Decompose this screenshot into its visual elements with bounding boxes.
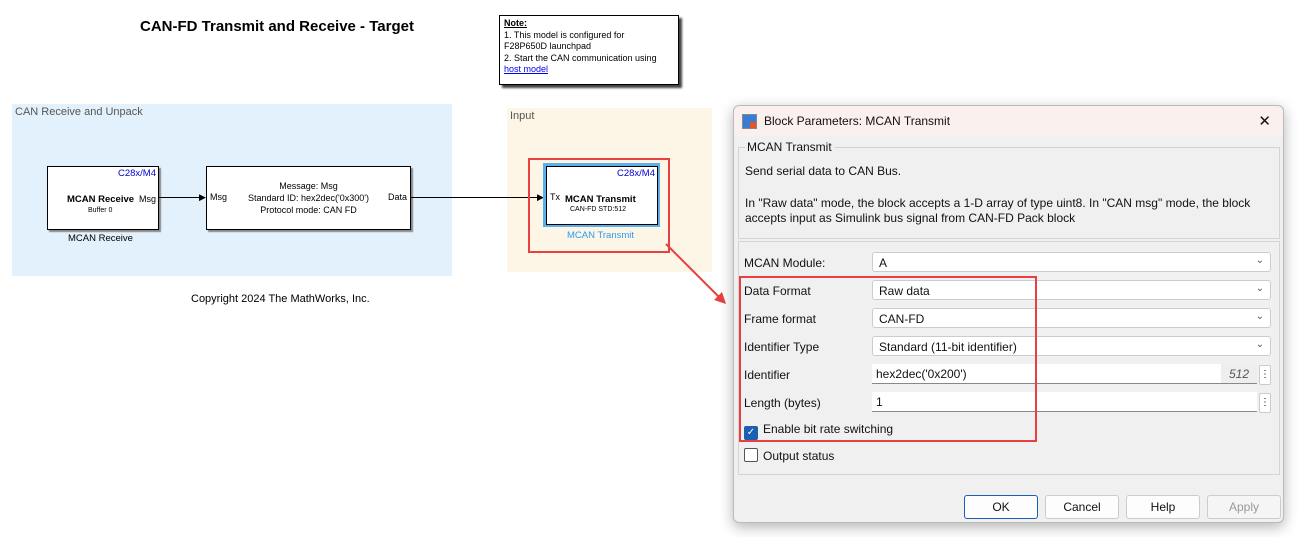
field-label: Data Format [744,284,811,298]
evaluated-value: 512 [1220,364,1257,383]
mcan-receive-block[interactable]: C28x/M4 MCAN Receive Msg Buffer 0 [47,166,159,230]
close-icon[interactable]: ✕ [1258,113,1271,130]
field-label: Length (bytes) [744,396,821,410]
output-status-checkbox[interactable]: Output status [744,448,834,463]
area-label: CAN Receive and Unpack [15,106,143,118]
block-parameters-dialog: Block Parameters: MCAN Transmit ✕ MCAN T… [733,105,1284,523]
mcan-module-select[interactable]: A⌄ [872,252,1271,272]
model-title: CAN-FD Transmit and Receive - Target [140,18,414,35]
port-label: Msg [210,192,228,202]
field-label: Identifier [744,368,791,382]
cancel-button[interactable]: Cancel [1045,495,1119,519]
block-name: MCAN Receive [67,194,135,205]
group-title: MCAN Transmit [745,140,834,154]
block-sub: Buffer 0 [88,207,113,214]
mcan-transmit-block[interactable]: C28x/M4 Tx MCAN Transmit CAN-FD STD:512 [546,166,658,225]
highlight-box [739,276,1037,442]
apply-button[interactable]: Apply [1207,495,1281,519]
chevron-down-icon: ⌄ [1255,339,1264,350]
simulink-icon [742,113,757,129]
signal-line [158,197,204,198]
port-label: Data [387,192,407,202]
length-row: Length (bytes) 1⋮ [744,392,1271,414]
length-input[interactable]: 1 [872,392,1257,412]
block-caption: MCAN Receive [68,233,133,244]
block-text: Message: Msg [279,181,338,191]
checkbox-checked-icon: ✓ [744,426,758,440]
note-line: F28P650D launchpad [504,41,592,51]
host-model-link[interactable]: host model [504,64,549,74]
identifier-row: Identifier hex2dec('0x200')512⋮ [744,364,1271,386]
description-text: In "Raw data" mode, the block accepts a … [745,196,1251,225]
copyright: Copyright 2024 The MathWorks, Inc. [191,293,370,305]
frame-format-row: Frame format CAN-FD⌄ [744,308,1271,330]
block-caption: MCAN Transmit [567,230,635,241]
chevron-down-icon: ⌄ [1255,255,1264,266]
more-options-icon[interactable]: ⋮ [1259,365,1271,385]
bit-rate-switching-checkbox[interactable]: ✓Enable bit rate switching [744,422,893,440]
identifier-input[interactable]: hex2dec('0x200')512 [872,364,1257,384]
description-group: MCAN Transmit Send serial data to CAN Bu… [738,140,1280,239]
block-name: MCAN Transmit [565,194,636,205]
parameters-group [738,241,1280,475]
area-label: Input [510,110,535,122]
note-annotation: Note: 1. This model is configured for F2… [499,15,679,85]
signal-line [410,197,542,198]
note-line: 1. This model is configured for [504,29,625,40]
pointer-arrow [665,243,726,304]
note-line: 2. Start the CAN communication using [504,52,657,63]
chevron-down-icon: ⌄ [1255,311,1264,322]
highlight-box [528,158,670,253]
arrow-icon: ▶ [199,192,206,202]
block-text: Standard ID: hex2dec('0x300') [247,193,369,203]
port-label: Msg [138,194,156,204]
field-label: Identifier Type [744,340,820,354]
identifier-type-select[interactable]: Standard (11-bit identifier)⌄ [872,336,1271,356]
field-label: MCAN Module: [744,256,826,270]
mcan-module-row: MCAN Module: A⌄ [744,252,1271,274]
block-tag: C28x/M4 [616,168,655,179]
checkbox-unchecked-icon [744,448,758,462]
description-text: Send serial data to CAN Bus. [745,164,902,178]
port-label: Tx [550,192,560,202]
can-unpack-block[interactable]: Msg Data Message: Msg Standard ID: hex2d… [206,166,411,230]
block-tag: C28x/M4 [117,168,156,179]
chevron-down-icon: ⌄ [1255,283,1264,294]
data-format-select[interactable]: Raw data⌄ [872,280,1271,300]
block-text: Protocol mode: CAN FD [260,205,357,215]
note-heading: Note: [504,18,527,28]
dialog-title: Block Parameters: MCAN Transmit [764,114,951,128]
ok-button[interactable]: OK [964,495,1038,519]
arrow-icon: ▶ [537,192,544,202]
frame-format-select[interactable]: CAN-FD⌄ [872,308,1271,328]
data-format-row: Data Format Raw data⌄ [744,280,1271,302]
field-label: Frame format [744,312,817,326]
block-sub: CAN-FD STD:512 [570,206,627,213]
dialog-titlebar[interactable]: Block Parameters: MCAN Transmit ✕ [734,106,1283,136]
identifier-type-row: Identifier Type Standard (11-bit identifi… [744,336,1271,358]
help-button[interactable]: Help [1126,495,1200,519]
more-options-icon[interactable]: ⋮ [1259,393,1271,413]
